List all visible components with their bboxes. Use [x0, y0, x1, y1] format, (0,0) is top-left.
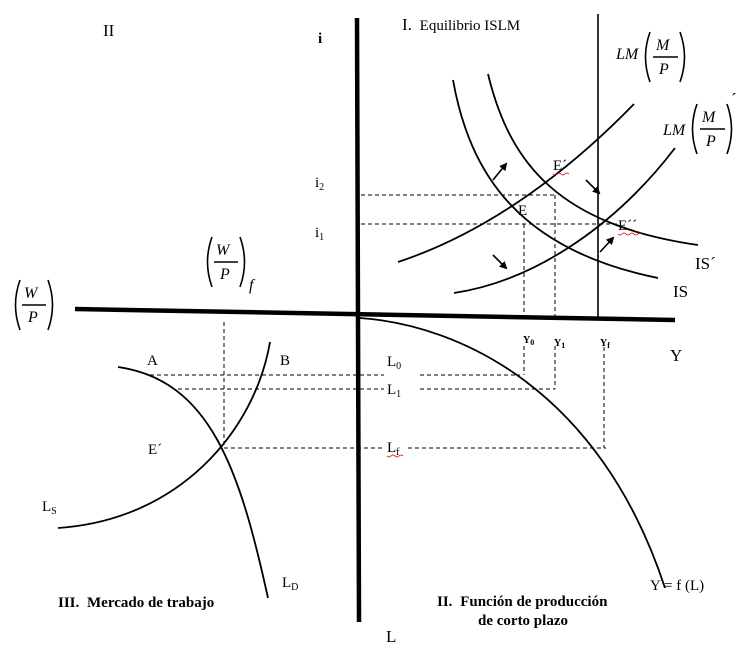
- l0-sub: 0: [396, 361, 401, 372]
- shift-arrow-1: [492, 162, 508, 181]
- real-wage-p: P: [27, 309, 38, 326]
- y1-label: Y1: [554, 338, 565, 350]
- i2-label: i2: [315, 175, 324, 193]
- y0-label: Y0: [523, 335, 534, 347]
- quadrant-3-title: III. Mercado de trabajo: [58, 595, 214, 611]
- lm-m: M: [655, 37, 671, 54]
- lm-prime-m: M: [701, 109, 717, 126]
- real-wage-f-label: W P f: [206, 236, 256, 294]
- ld-label: LD: [282, 575, 298, 593]
- point-e-prime-label: E´: [553, 158, 567, 174]
- horizontal-axis: [74, 306, 676, 323]
- point-a-label: A: [147, 353, 158, 369]
- lf-sub: f: [396, 447, 400, 458]
- lm-prime-mark: ´: [731, 90, 737, 109]
- production-function-curve: [359, 317, 666, 589]
- point-b-label: B: [280, 353, 290, 369]
- is-label: IS: [673, 282, 688, 301]
- quadrant-1-title: I. Equilibrio ISLM: [402, 15, 520, 34]
- quadrant-3-name: Mercado de trabajo: [87, 595, 214, 611]
- quadrant-1-number: I.: [402, 15, 412, 34]
- quadrant-3-number: III.: [58, 595, 80, 611]
- i2-sub: 2: [319, 182, 324, 193]
- real-wage-w: W: [24, 285, 39, 302]
- lm-prefix: LM: [615, 46, 640, 63]
- l1-label: L1: [387, 382, 401, 400]
- axis-i-label: i: [318, 31, 322, 47]
- lm-p: P: [658, 61, 669, 78]
- production-fn-label: Y = f (L): [650, 578, 704, 594]
- real-wage-axis-label: W P: [14, 279, 54, 331]
- is-curve: [452, 79, 659, 279]
- l1-sub: 1: [396, 389, 401, 400]
- lm-prime-curve: [453, 147, 676, 294]
- e-prime-underline: [552, 172, 570, 176]
- ls-sub: S: [51, 506, 57, 517]
- yf-sub: f: [607, 341, 610, 350]
- real-wage-f-p: P: [219, 266, 230, 283]
- y0-sub: 0: [530, 338, 534, 347]
- y1-sub: 1: [561, 341, 565, 350]
- quadrant-2-label: II: [103, 21, 115, 40]
- i2-main: i: [315, 175, 319, 191]
- labor-supply-curve: [117, 366, 269, 599]
- ls-main: L: [42, 499, 51, 515]
- y1-main: Y: [554, 338, 562, 349]
- shift-arrow-2: [585, 179, 601, 195]
- lm-label: LM M P: [615, 31, 686, 83]
- real-wage-f-w: W: [216, 242, 231, 259]
- yf-main: Y: [600, 338, 608, 349]
- lm-prime-p: P: [705, 133, 716, 150]
- axis-y-label: Y: [670, 346, 682, 365]
- lm-curve: [397, 103, 635, 263]
- e-double-underline: [617, 232, 643, 236]
- point-e-label: E: [518, 203, 527, 219]
- shift-arrow-3: [492, 254, 508, 270]
- quadrant-1-name: Equilibrio ISLM: [420, 18, 520, 34]
- ld-sub: D: [291, 582, 298, 593]
- point-e-double-label: E´´: [618, 218, 637, 234]
- i1-label: i1: [315, 225, 324, 243]
- vertical-axis: [354, 17, 362, 623]
- quadrant-4-title-line2: de corto plazo: [478, 613, 568, 629]
- lm-prime-prefix: LM: [662, 122, 687, 139]
- is-prime-curve: [487, 73, 699, 246]
- quadrant-4-number: II.: [437, 594, 453, 610]
- quadrant-4-title-line1: II. Función de producción: [437, 594, 608, 610]
- y0-main: Y: [523, 335, 531, 346]
- point-e-labor-label: E´: [148, 442, 162, 458]
- lm-prime-label: LM M P ´: [662, 90, 737, 155]
- lf-underline: [386, 454, 404, 458]
- axis-l-label: L: [386, 627, 396, 646]
- is-prime-label: IS´: [695, 254, 716, 273]
- l0-label: L0: [387, 354, 401, 372]
- lf-main: L: [387, 440, 396, 456]
- labor-demand-curve: [57, 341, 271, 529]
- l1-main: L: [387, 382, 396, 398]
- shift-arrow-4: [599, 236, 615, 253]
- i1-sub: 1: [319, 232, 324, 243]
- i1-main: i: [315, 225, 319, 241]
- lf-label: Lf: [387, 440, 400, 458]
- l0-main: L: [387, 354, 396, 370]
- yf-label: Yf: [600, 338, 610, 350]
- quadrant-4-name-1: Función de producción: [460, 594, 608, 610]
- ld-main: L: [282, 575, 291, 591]
- ls-label: LS: [42, 499, 57, 517]
- real-wage-f-sub: f: [249, 277, 256, 294]
